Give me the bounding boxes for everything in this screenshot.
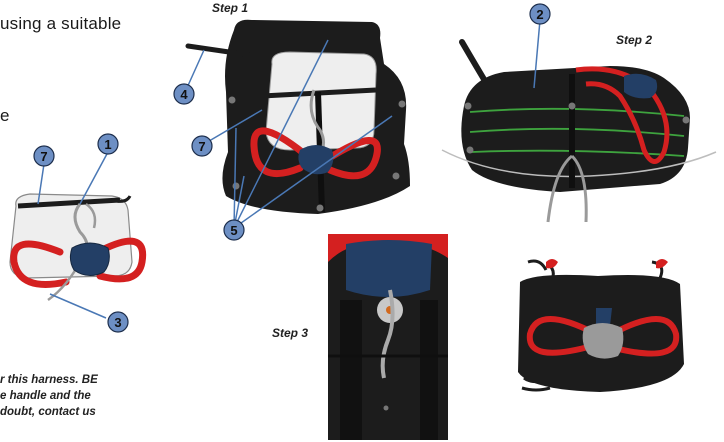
warning-line-2: e handle and the (0, 390, 91, 402)
instruction-line-fragment: e (0, 106, 10, 125)
callout-2-label: 2 (536, 7, 543, 22)
callout-5-label: 5 (230, 223, 237, 238)
step-1-illustration (185, 19, 410, 214)
callout-5: 5 (223, 219, 245, 241)
callout-2: 2 (529, 3, 551, 25)
callout-leaders (37, 19, 541, 319)
warning-line-1: r this harness. BE (0, 374, 98, 386)
callout-4-label: 4 (180, 87, 188, 102)
step-2-illustration (441, 39, 717, 223)
step-3-illustration (328, 234, 448, 440)
callout-4: 4 (173, 83, 195, 105)
callout-1: 1 (97, 133, 119, 155)
callout-7-left-label: 7 (40, 149, 47, 164)
instruction-heading-fragment: using a suitable (0, 14, 122, 33)
step-1-label: Step 1 (212, 1, 249, 15)
callout-7-step1: 7 (191, 135, 213, 157)
callout-3-label: 3 (114, 315, 121, 330)
callout-1-label: 1 (104, 137, 111, 152)
step-3-label: Step 3 (272, 326, 309, 340)
callout-7-left: 7 (33, 145, 55, 167)
final-packed-illustration (518, 259, 684, 392)
callout-3: 3 (107, 311, 129, 333)
warning-line-3: doubt, contact us (0, 406, 96, 418)
callout-7-step1-label: 7 (198, 139, 205, 154)
step-2-label: Step 2 (616, 33, 653, 47)
container-illustration (9, 193, 147, 302)
